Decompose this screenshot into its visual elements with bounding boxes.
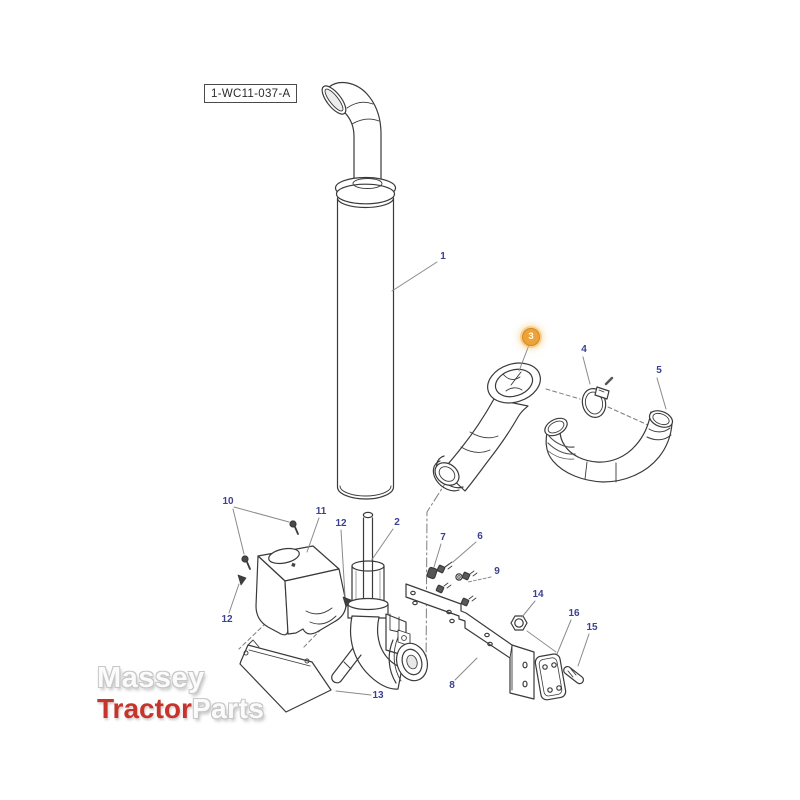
callout-3[interactable]: 3 (522, 328, 540, 346)
hose-clamp-part-4 (581, 376, 614, 418)
shield-plate-part-13 (239, 639, 332, 713)
callout-7[interactable]: 7 (440, 532, 446, 543)
callout-11[interactable]: 11 (315, 506, 327, 517)
callout-2[interactable]: 2 (394, 517, 400, 528)
callout-12[interactable]: 12 (335, 518, 347, 529)
callout-5[interactable]: 5 (656, 365, 662, 376)
callout-14[interactable]: 14 (532, 589, 544, 600)
elbow-pipe-part-2 (331, 511, 429, 690)
watermark-massey: Massey (97, 662, 205, 694)
mounting-bracket-part-8 (405, 583, 557, 700)
outlet-pipe-part-3 (432, 362, 541, 492)
spacer-plate-part-16 (534, 653, 567, 701)
callout-6[interactable]: 6 (477, 531, 483, 542)
callout-8[interactable]: 8 (449, 680, 455, 691)
callout-9[interactable]: 9 (494, 566, 500, 577)
muffler-part-1 (321, 81, 397, 500)
heat-shield-part-11 (255, 545, 347, 636)
callout-4[interactable]: 4 (581, 344, 587, 355)
part-number-label: 1-WC11-037-A (204, 84, 298, 103)
leader-lines (228, 261, 667, 696)
callout-16[interactable]: 16 (568, 608, 580, 619)
hose-part-5 (544, 410, 674, 483)
callout-13[interactable]: 13 (372, 690, 384, 701)
nut-part-14 (510, 615, 528, 631)
watermark: Massey TractorParts (97, 664, 264, 723)
callout-12[interactable]: 12 (221, 614, 233, 625)
hardware-fasteners (237, 520, 479, 608)
callout-15[interactable]: 15 (586, 622, 598, 633)
callout-1[interactable]: 1 (440, 251, 446, 262)
callout-10[interactable]: 10 (222, 496, 234, 507)
watermark-parts: Parts (191, 693, 265, 724)
watermark-tractor: Tractor (97, 693, 192, 724)
pin-part-15 (563, 665, 585, 685)
